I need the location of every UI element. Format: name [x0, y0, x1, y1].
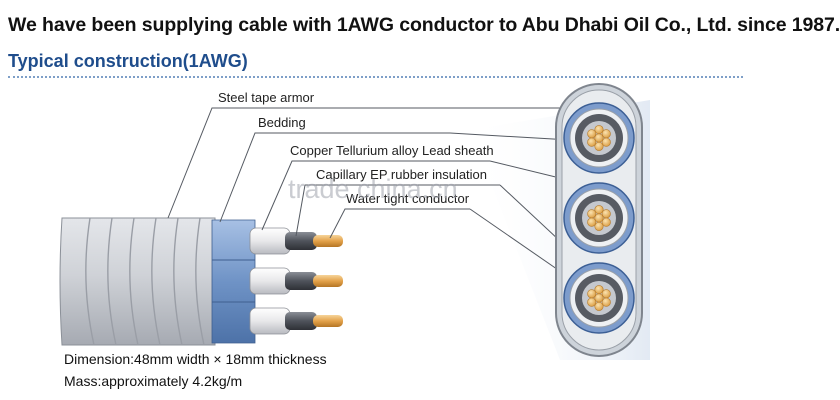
- diagram-title: Typical construction(1AWG): [8, 51, 248, 71]
- label-insulation: Capillary EP rubber insulation: [316, 167, 487, 182]
- core-2: [249, 267, 343, 295]
- dotted-divider: [8, 76, 743, 78]
- label-conductor: Water tight conductor: [346, 191, 470, 206]
- cross-section-core-2: [563, 182, 635, 254]
- cross-section-core-3: [563, 262, 635, 334]
- headline: We have been supplying cable with 1AWG c…: [8, 14, 840, 36]
- core-3: [249, 307, 343, 335]
- watermark: trade.china.cn: [288, 174, 458, 204]
- mass-spec: Mass:approximately 4.2kg/m: [64, 373, 243, 389]
- cable-construction-diagram: Steel tape armor Bedding Copper Telluriu…: [59, 83, 650, 360]
- armor-tape-wraps: [85, 217, 205, 346]
- bedding-layer: [211, 219, 256, 344]
- cross-section-core-1: [563, 102, 635, 174]
- label-steel-tape-armor: Steel tape armor: [218, 90, 315, 105]
- dimension-spec: Dimension:48mm width × 18mm thickness: [64, 351, 327, 367]
- cable-cross-section: [555, 83, 643, 357]
- label-lead-sheath: Copper Tellurium alloy Lead sheath: [290, 143, 494, 158]
- label-bedding: Bedding: [258, 115, 306, 130]
- page: We have been supplying cable with 1AWG c…: [8, 14, 840, 389]
- core-1: [249, 227, 343, 255]
- armored-cable-body: [59, 217, 216, 346]
